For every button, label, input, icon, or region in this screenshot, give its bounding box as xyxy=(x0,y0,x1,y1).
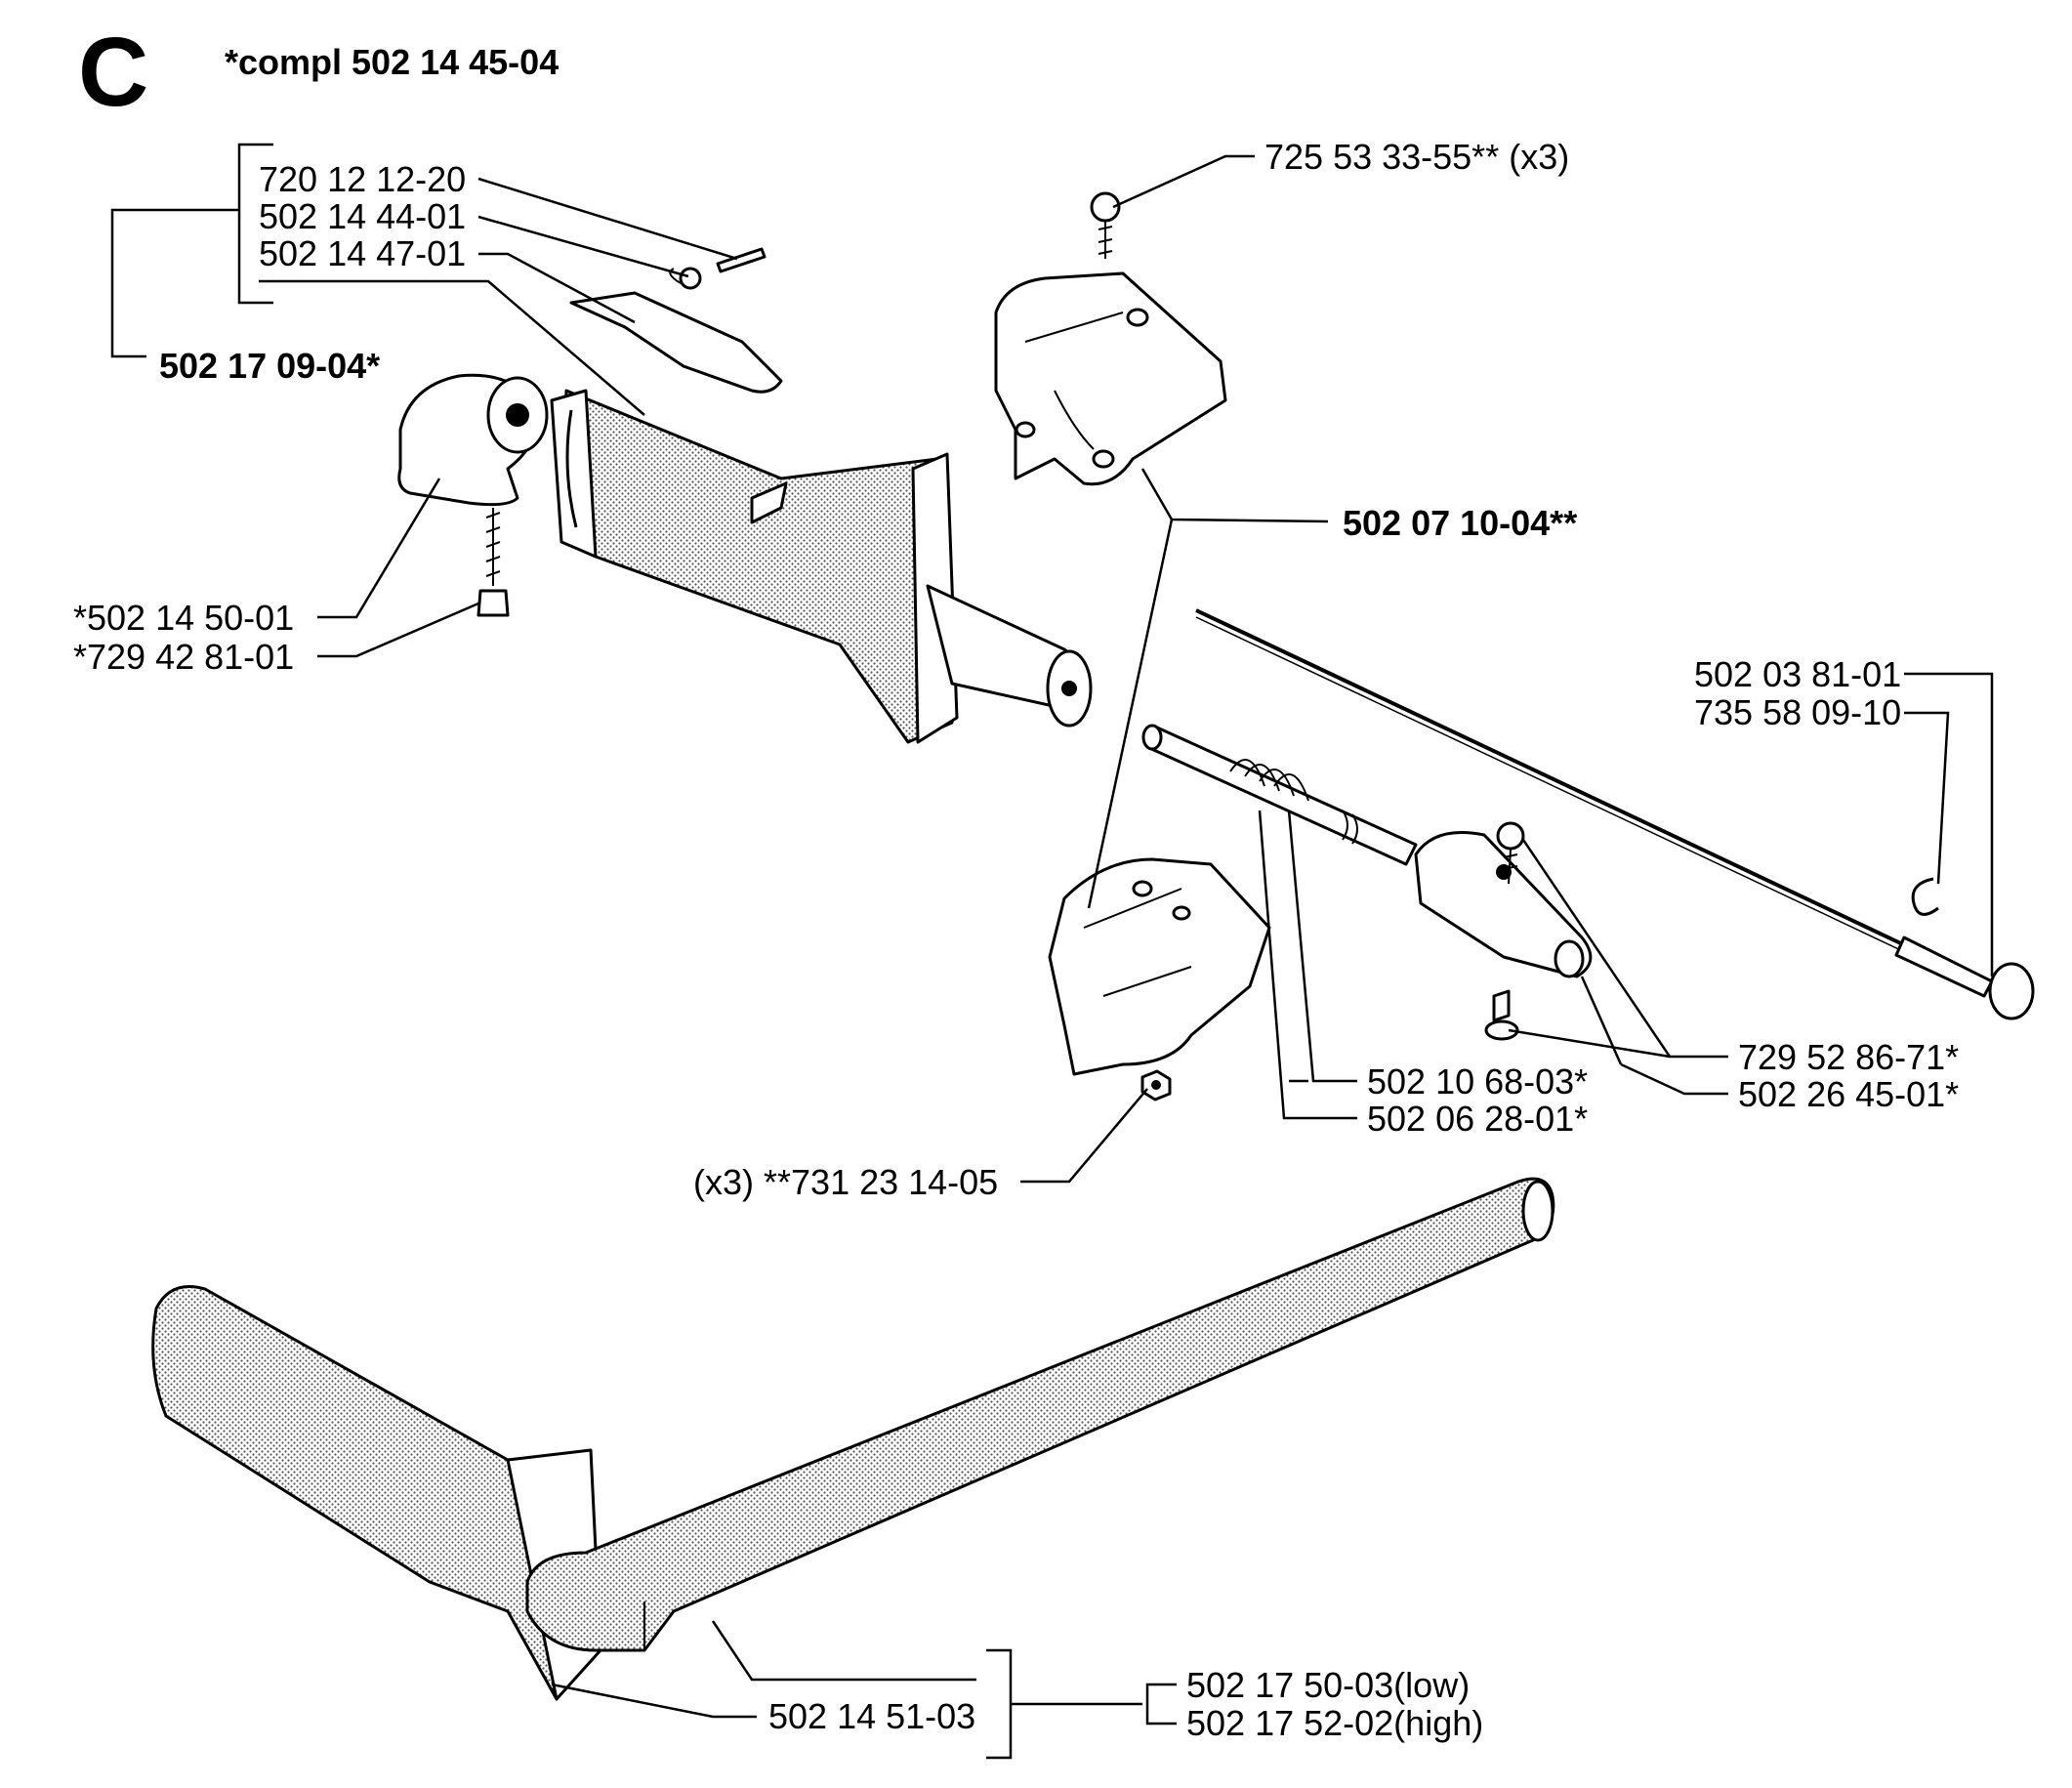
section-letter: C xyxy=(78,18,148,127)
clamp-lower-drawing xyxy=(1048,857,1271,1102)
drive-shaft-drawing xyxy=(1141,724,1593,1041)
label-502-14-44-01: 502 14 44-01 xyxy=(259,196,466,236)
label-729-52-86-71: 729 52 86-71* xyxy=(1738,1037,1959,1077)
label-502-14-47-01: 502 14 47-01 xyxy=(259,233,466,273)
label-502-03-81-01: 502 03 81-01 xyxy=(1694,654,1901,694)
label-502-14-50-01: *502 14 50-01 xyxy=(73,598,294,638)
label-735-58-09-10: 735 58 09-10 xyxy=(1694,692,1901,732)
label-720-12-12-20: 720 12 12-20 xyxy=(259,159,466,199)
label-731-23-14-05: (x3) **731 23 14-05 xyxy=(693,1162,998,1202)
flex-cable-drawing xyxy=(1195,608,2035,1020)
label-502-07-10-04: 502 07 10-04** xyxy=(1343,503,1577,543)
label-502-14-51-03: 502 14 51-03 xyxy=(768,1696,975,1736)
handle-assembly-drawing xyxy=(397,247,1093,744)
label-502-10-68-03: 502 10 68-03* xyxy=(1367,1061,1588,1102)
clamp-upper-drawing xyxy=(994,191,1227,486)
label-725-53-33-55: 725 53 33-55** (x3) xyxy=(1264,137,1569,177)
label-729-42-81-01: *729 42 81-01 xyxy=(73,637,294,677)
handle-bar-drawing xyxy=(151,1177,1555,1701)
label-502-26-45-01: 502 26 45-01* xyxy=(1738,1074,1959,1114)
leader-lines xyxy=(110,143,1994,1760)
label-502-17-50-03-low: 502 17 50-03(low) xyxy=(1186,1665,1470,1705)
compl-label: *compl 502 14 45-04 xyxy=(225,42,559,82)
label-502-17-52-02-high: 502 17 52-02(high) xyxy=(1186,1703,1483,1743)
label-502-06-28-01: 502 06 28-01* xyxy=(1367,1099,1588,1139)
label-502-17-09-04: 502 17 09-04* xyxy=(159,346,380,386)
